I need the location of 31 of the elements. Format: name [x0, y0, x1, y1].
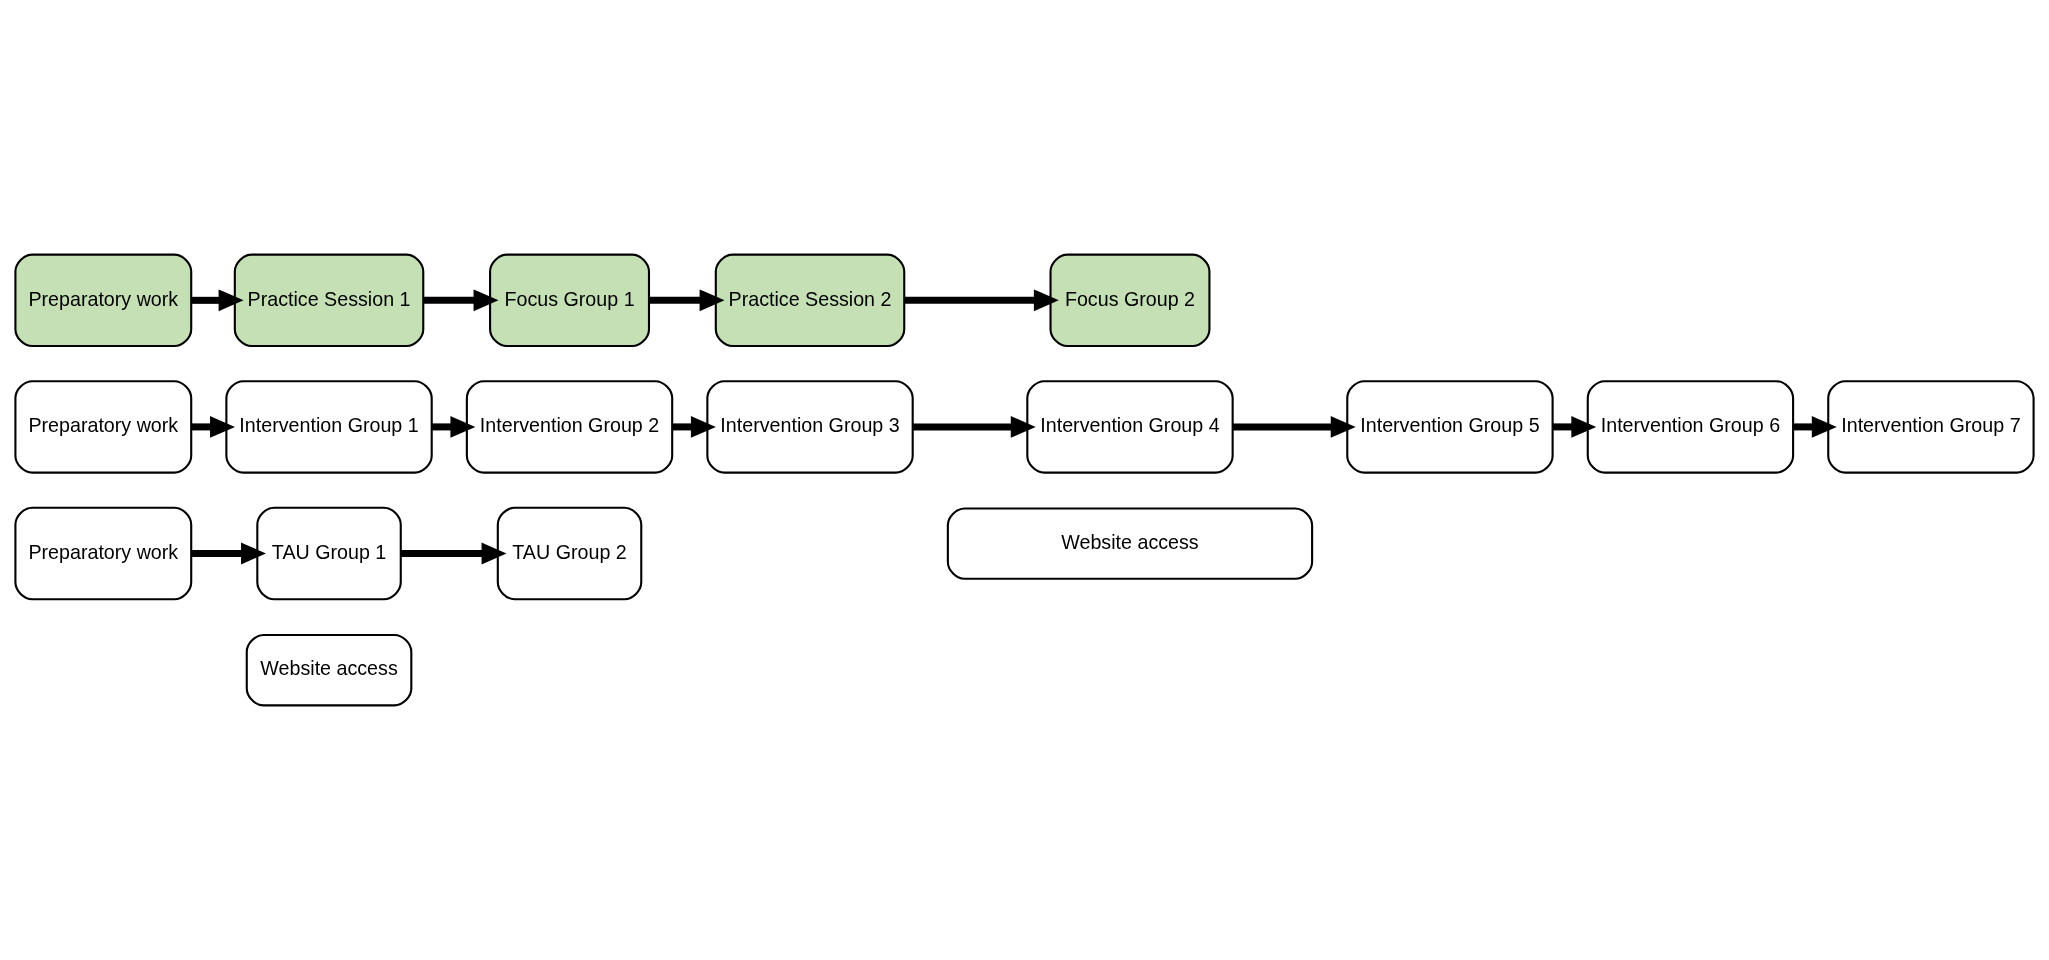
node-box: Focus Group 1 [489, 253, 651, 348]
node-box: Practice Session 2 [714, 253, 906, 348]
node-box: TAU Group 2 [496, 506, 643, 601]
node-box: TAU Group 1 [256, 506, 402, 601]
node-box: Preparatory work [14, 380, 193, 474]
node-box: Preparatory work [14, 253, 193, 348]
arrow [431, 416, 476, 438]
node-box: Website access [245, 634, 413, 707]
node-box: Intervention Group 5 [1346, 380, 1554, 474]
node-box: Intervention Group 4 [1026, 380, 1234, 474]
node-box: Practice Session 1 [233, 253, 425, 348]
arrow [1233, 416, 1356, 438]
arrow [423, 289, 499, 312]
node-box: Intervention Group 2 [465, 380, 674, 474]
node-box: Intervention Group 1 [225, 380, 433, 474]
arrow [191, 416, 235, 438]
arrow [913, 416, 1036, 438]
arrow [1552, 416, 1597, 438]
arrow [401, 542, 507, 565]
arrow [649, 289, 725, 312]
arrow [1793, 416, 1837, 438]
node-box: Focus Group 2 [1049, 253, 1211, 348]
arrow [191, 542, 266, 565]
node-box: Intervention Group 3 [706, 380, 914, 474]
node-box: Website access [946, 507, 1314, 580]
node-box: Preparatory work [14, 506, 193, 601]
node-box: Intervention Group 7 [1827, 380, 2035, 474]
arrow [191, 289, 244, 312]
node-box: Intervention Group 6 [1586, 380, 1795, 474]
arrow [904, 289, 1059, 312]
arrow [672, 416, 716, 438]
